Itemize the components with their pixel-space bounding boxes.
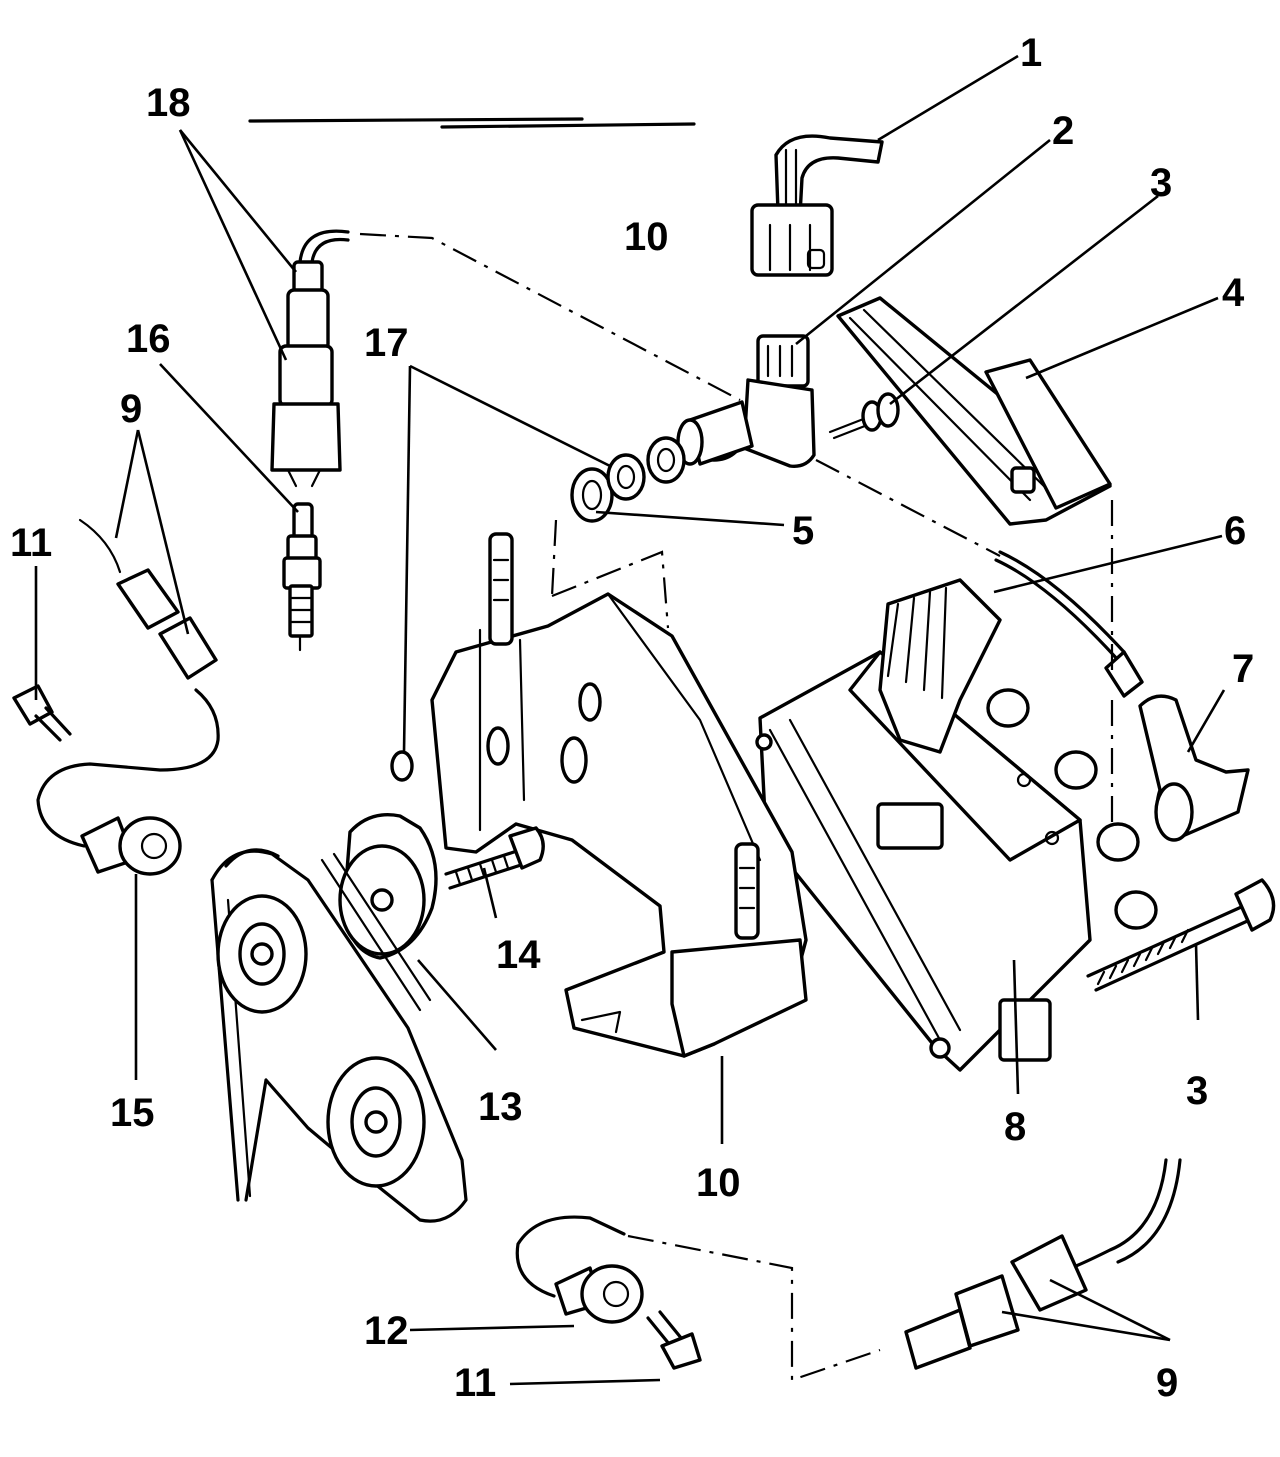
callout-12: 12 [364,1309,409,1353]
callout-16: 16 [126,317,171,361]
part-13-pulley [338,813,438,960]
part-5-washers [570,436,686,523]
part-18-plug-lead [270,229,350,488]
callout-6: 6 [1224,509,1246,553]
callout-7: 7 [1232,647,1254,691]
top-rules [248,117,696,129]
part-8-coil-pack [755,578,1158,1072]
part-2-sensor [676,334,816,468]
callout-11-left: 11 [10,521,52,565]
callout-17: 17 [364,321,409,365]
callout-13: 13 [478,1085,523,1129]
part-15-knock-sensor-left [80,816,182,876]
part-7-plug-boot [1138,694,1250,842]
callout-9-bottom: 9 [1156,1361,1178,1405]
part-6-ht-lead [994,550,1144,698]
callout-10-top: 10 [624,215,669,259]
timing-belt [210,848,468,1223]
callout-18: 18 [146,81,191,125]
callout-4: 4 [1222,271,1245,315]
callout-1: 1 [1020,31,1042,75]
part-1-connector [750,134,884,277]
callout-9-left: 9 [120,387,142,431]
leader-lines [34,54,1226,1386]
part-4-cover [836,296,1112,526]
part-3-screw-small [828,392,900,440]
alignment-lines [359,232,1114,1382]
part-11-bolt-bottom [646,1310,702,1370]
callout-2: 2 [1052,109,1074,153]
part-9-connector-bottom [904,1158,1182,1370]
part-12-knock-sensor-bottom [515,1215,644,1324]
callout-10-bottom: 10 [696,1161,741,1205]
part-9-connector-left [36,518,220,848]
part-11-bolt-left [12,684,72,742]
callout-5: 5 [792,509,814,553]
callout-15: 15 [110,1091,155,1135]
callout-numbers: 1 2 3 4 5 6 7 8 3 9 9 10 10 11 11 12 13 … [10,31,1254,1405]
callout-3-upper: 3 [1150,161,1172,205]
callout-14: 14 [496,933,541,977]
part-17-washer [390,750,414,782]
part-16-spark-plug [282,502,322,652]
part-3-long-bolt [1086,878,1276,992]
callout-8: 8 [1004,1105,1026,1149]
part-10-bracket [430,532,808,1058]
callout-11-bottom: 11 [454,1361,496,1405]
callout-3-lower: 3 [1186,1069,1208,1113]
